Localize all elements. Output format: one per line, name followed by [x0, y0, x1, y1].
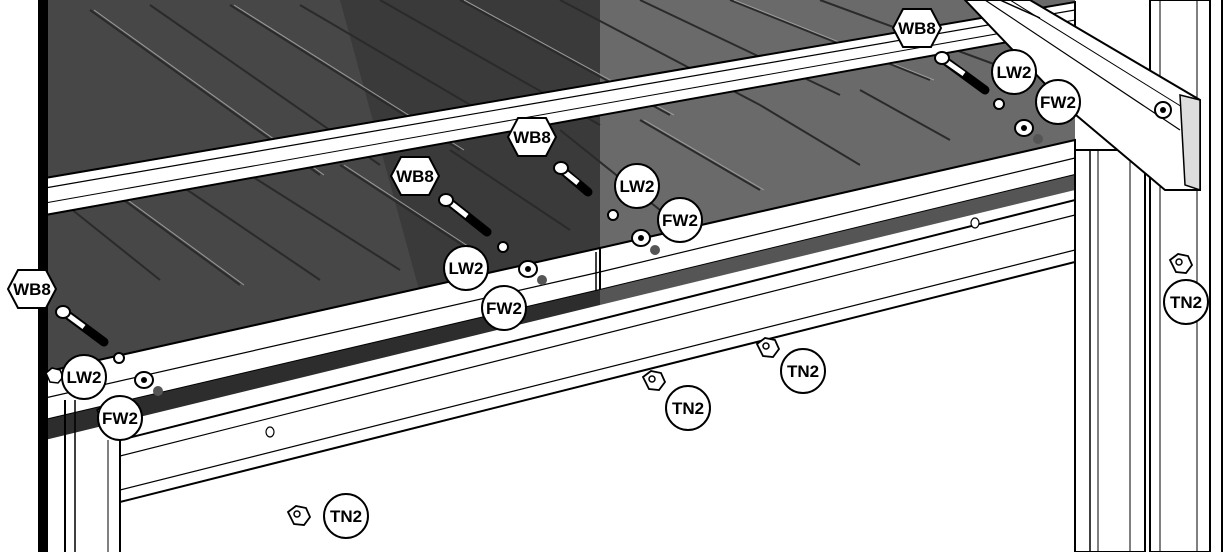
callout-fw2: FW2 — [657, 197, 703, 243]
callout-label: FW2 — [486, 299, 522, 318]
thumb-nut-icon — [1168, 253, 1194, 274]
bolt-b — [438, 193, 547, 285]
thumb-nut-icon — [641, 370, 667, 391]
callout-tn2: TN2 — [323, 493, 369, 539]
callout-label: WB8 — [396, 167, 434, 186]
callout-label: LW2 — [67, 368, 102, 387]
right-post — [1074, 0, 1223, 552]
callout-fw2: FW2 — [97, 395, 143, 441]
callout-wb8: WB8 — [506, 117, 558, 157]
callout-wb8: WB8 — [6, 269, 58, 309]
callout-label: LW2 — [620, 177, 655, 196]
callout-label: FW2 — [662, 211, 698, 230]
callout-lw2: LW2 — [614, 163, 660, 209]
eave-rail — [44, 138, 1076, 440]
callout-lw2: LW2 — [61, 354, 107, 400]
callout-label: TN2 — [1170, 293, 1202, 312]
callout-label: FW2 — [102, 409, 138, 428]
callout-fw2: FW2 — [481, 285, 527, 331]
callout-wb8: WB8 — [891, 8, 943, 48]
callout-label: LW2 — [997, 63, 1032, 82]
thumb-nut-icon — [755, 337, 781, 358]
callout-tn2: TN2 — [780, 348, 826, 394]
callout-wb8: WB8 — [389, 156, 441, 196]
callout-label: WB8 — [13, 280, 51, 299]
callout-label: WB8 — [898, 19, 936, 38]
callout-label: TN2 — [672, 399, 704, 418]
bolt-c — [553, 161, 660, 255]
callout-label: TN2 — [787, 362, 819, 381]
callout-lw2: LW2 — [443, 245, 489, 291]
callout-tn2: TN2 — [665, 385, 711, 431]
callout-tn2: TN2 — [1163, 279, 1209, 325]
callout-label: LW2 — [449, 259, 484, 278]
bolt-a — [55, 305, 163, 396]
callout-label: FW2 — [1040, 93, 1076, 112]
callout-label: WB8 — [513, 128, 551, 147]
callout-label: TN2 — [330, 507, 362, 526]
bolt-d — [934, 51, 1043, 144]
callout-fw2: FW2 — [1035, 79, 1081, 125]
thumb-nut-icon — [286, 505, 312, 526]
callout-lw2: LW2 — [991, 49, 1037, 95]
